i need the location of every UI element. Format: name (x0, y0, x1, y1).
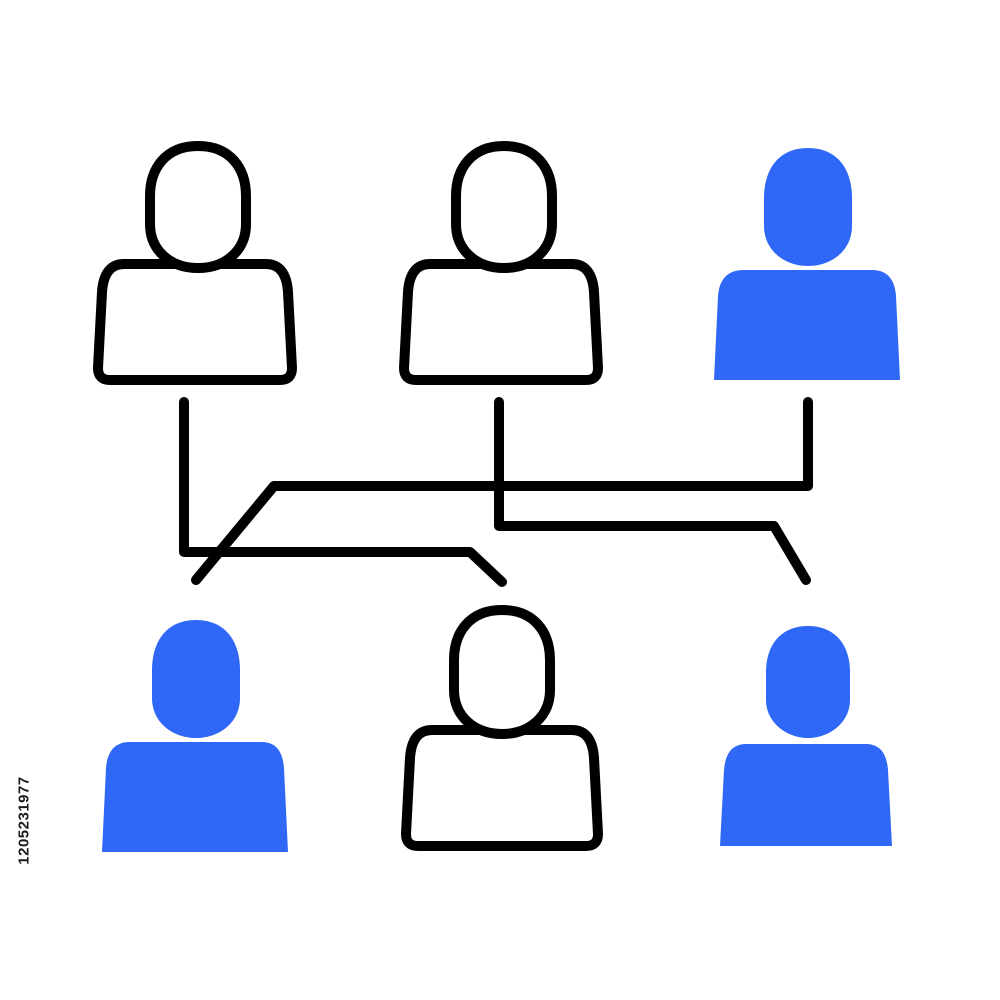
person-icon-top-center (399, 141, 603, 385)
connector-top-center-to-bottom-right (494, 397, 811, 585)
person-icon-top-right (714, 148, 900, 380)
stock-id-text: 1205231977 (15, 775, 33, 865)
connector-top-left-to-bottom-center (179, 397, 507, 587)
person-icon-top-left (93, 141, 297, 385)
person-icon-bottom-right (720, 626, 892, 846)
stock-id-label: 1205231977 (14, 760, 34, 880)
connector-top-right-to-bottom-left (191, 397, 813, 585)
person-icon-bottom-center (401, 605, 603, 851)
connection-lines (179, 397, 813, 587)
person-icon-bottom-left (102, 620, 288, 852)
